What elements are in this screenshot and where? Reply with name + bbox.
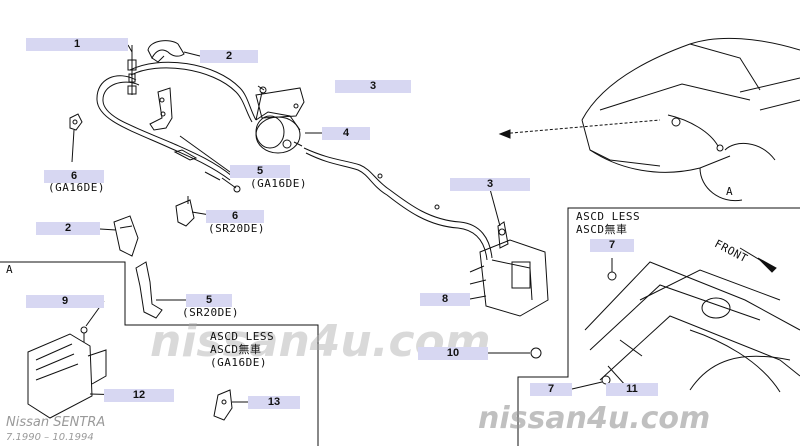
note-ascd-less-top: ASCD LESS bbox=[576, 210, 641, 223]
note-ga16de-5: (GA16DE) bbox=[250, 177, 307, 190]
callout-11[interactable]: 11 bbox=[606, 383, 658, 396]
accelerator-cable bbox=[96, 61, 257, 193]
callout-5[interactable]: 5 bbox=[230, 165, 290, 178]
view-a-frame bbox=[0, 207, 800, 446]
callout-3[interactable]: 3 bbox=[335, 80, 411, 93]
note-ascd-less-bottom: ASCD LESS bbox=[210, 330, 275, 343]
callout-4[interactable]: 4 bbox=[322, 127, 370, 140]
engine-bay-detail bbox=[584, 261, 800, 393]
footer-model: Nissan SENTRA bbox=[6, 415, 106, 430]
clip-part-2-top bbox=[147, 40, 185, 63]
bracket-part-5-sr20de bbox=[135, 261, 163, 319]
note-ascd-jp-bottom: ASCD無車 bbox=[210, 343, 262, 356]
arrow-to-car bbox=[498, 119, 661, 139]
callout-9[interactable]: 9 bbox=[26, 295, 104, 308]
footer-dates: 7.1990 – 10.1994 bbox=[6, 432, 94, 443]
callout-2[interactable]: 2 bbox=[200, 50, 258, 63]
callout-6[interactable]: 6 bbox=[44, 170, 104, 183]
leader-lines bbox=[71, 44, 627, 403]
clip-part-6-ga16de bbox=[69, 113, 83, 131]
ascd-cable bbox=[303, 147, 493, 261]
bracket-upper bbox=[149, 87, 173, 131]
clip-part-2-lower bbox=[113, 215, 139, 257]
bolt-part-1 bbox=[127, 45, 137, 95]
callout-2b[interactable]: 2 bbox=[36, 222, 100, 235]
car-outline bbox=[581, 37, 800, 202]
clip-part-6-sr20de bbox=[175, 196, 195, 227]
callout-8[interactable]: 8 bbox=[420, 293, 470, 306]
watermark-bottom: nissan4u.com bbox=[478, 401, 711, 436]
bracket-assembly-part-8 bbox=[469, 221, 549, 317]
callout-6b[interactable]: 6 bbox=[206, 210, 264, 223]
nut-part-10 bbox=[530, 347, 542, 359]
note-ascd-jp-top: ASCD無車 bbox=[576, 223, 628, 236]
callout-10[interactable]: 10 bbox=[418, 347, 488, 360]
bracket-part-13 bbox=[213, 389, 233, 421]
note-ga16de-13: (GA16DE) bbox=[210, 356, 267, 369]
callout-7b[interactable]: 7 bbox=[530, 383, 572, 396]
callout-3b[interactable]: 3 bbox=[450, 178, 530, 191]
callout-12[interactable]: 12 bbox=[104, 389, 174, 402]
control-unit-part-12 bbox=[27, 326, 107, 419]
car-view-a-label: A bbox=[726, 185, 734, 198]
callout-5b[interactable]: 5 bbox=[186, 294, 232, 307]
view-a-label: A bbox=[6, 263, 14, 276]
note-ga16de-6: (GA16DE) bbox=[48, 181, 105, 194]
callout-1[interactable]: 1 bbox=[26, 38, 128, 51]
ascd-actuator-part-4 bbox=[255, 86, 305, 154]
callout-7[interactable]: 7 bbox=[590, 239, 634, 252]
callout-13[interactable]: 13 bbox=[248, 396, 300, 409]
front-arrow-icon bbox=[739, 247, 777, 273]
note-sr20de-5: (SR20DE) bbox=[182, 306, 239, 319]
note-sr20de-6: (SR20DE) bbox=[208, 222, 265, 235]
